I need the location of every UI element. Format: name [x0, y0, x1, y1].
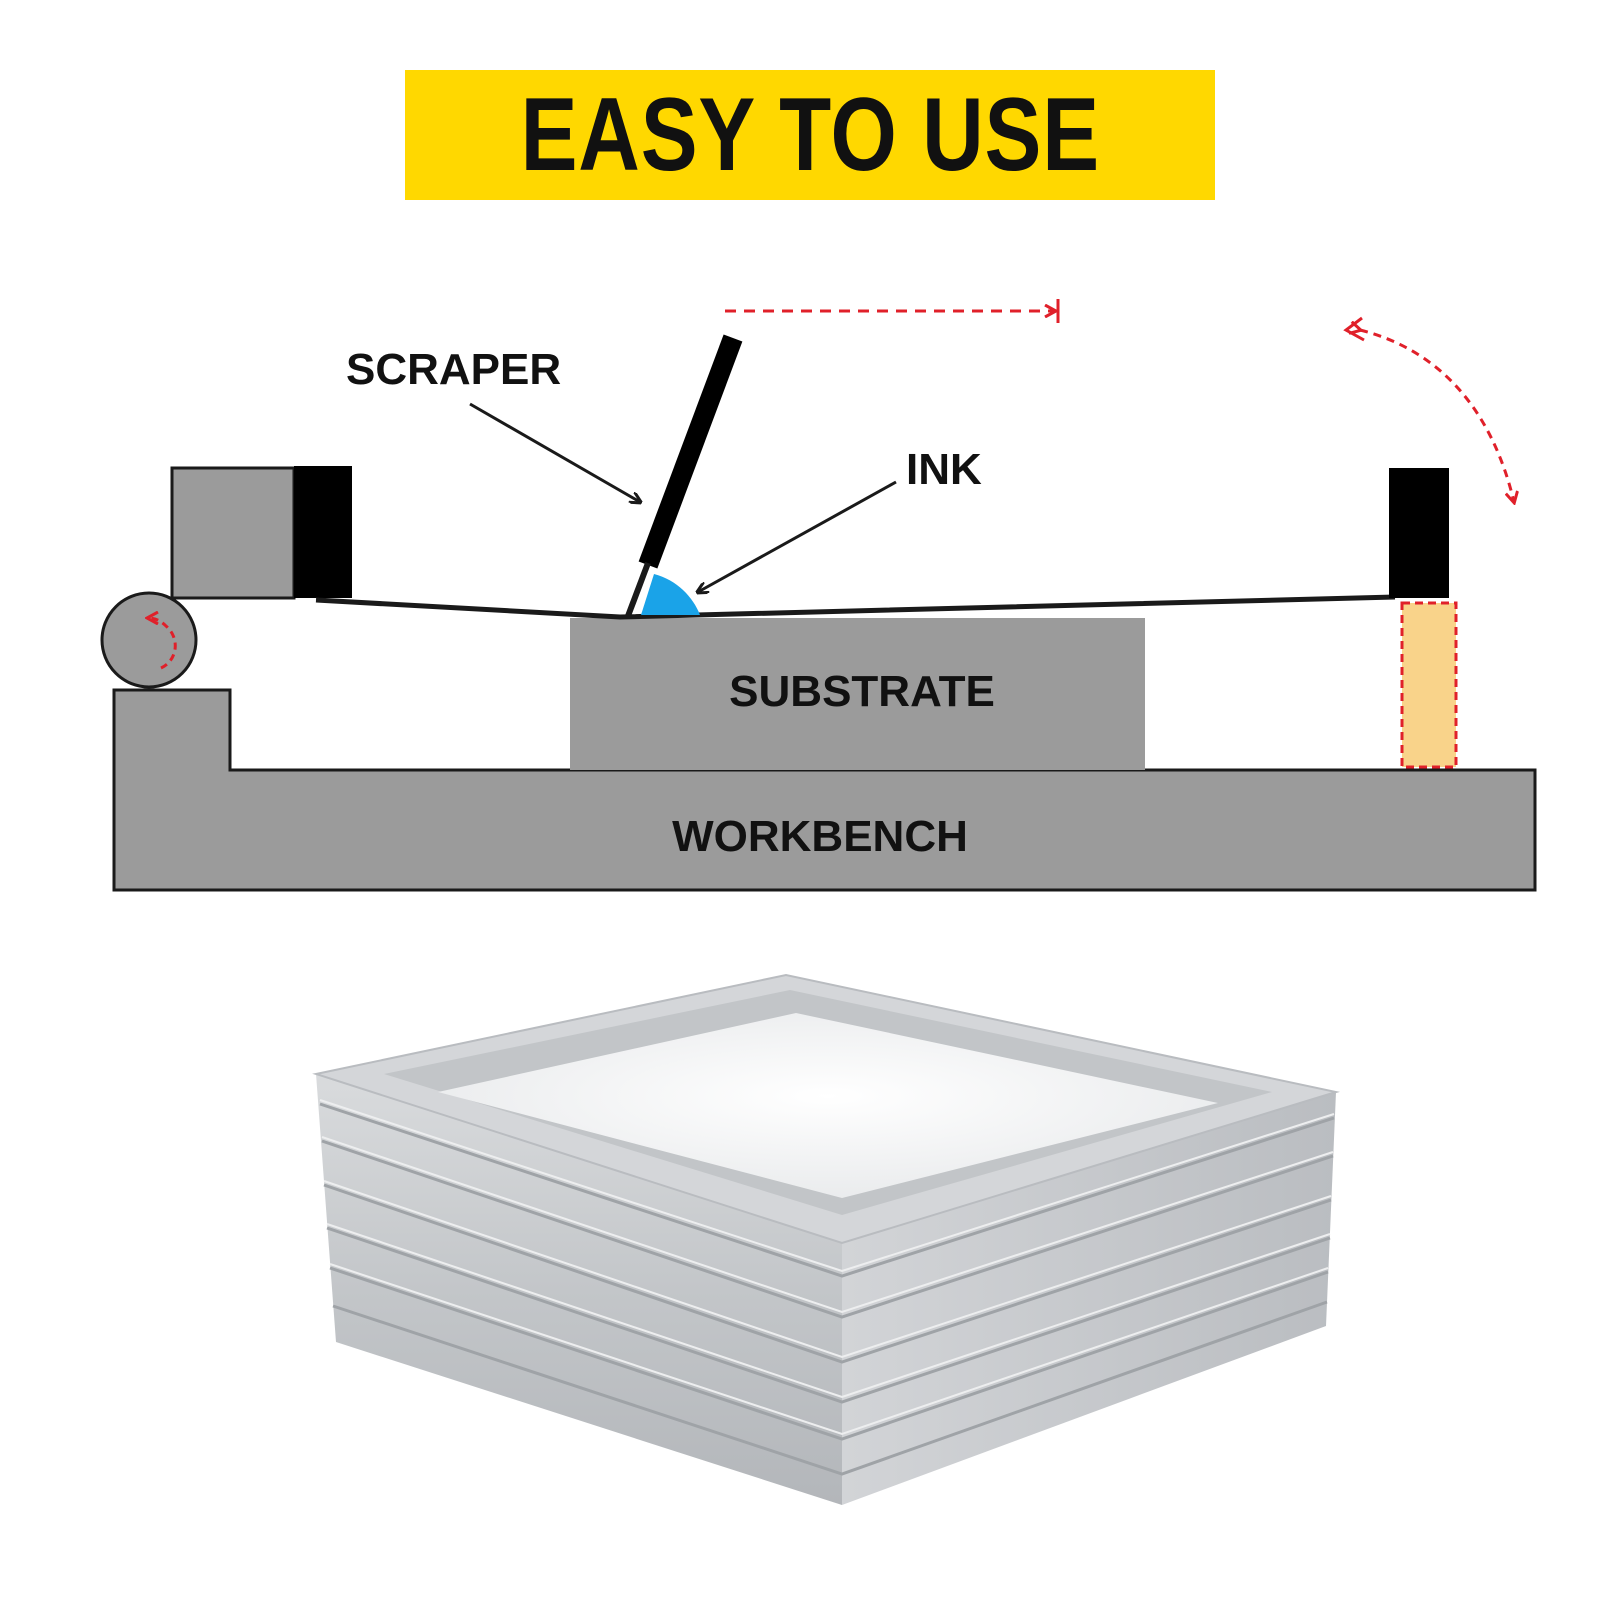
substrate — [570, 618, 1145, 770]
right-frame-end — [1389, 468, 1449, 598]
rotate-arrow-icon — [148, 618, 177, 670]
banner-title: EASY TO USE — [520, 77, 1100, 193]
ink-leader — [698, 480, 897, 592]
left-frame-end — [294, 466, 352, 598]
substrate-label: SUBSTRATE — [729, 667, 995, 716]
title-banner: EASY TO USE — [405, 70, 1215, 200]
screen-mesh — [315, 594, 1396, 620]
scraper-label: SCRAPER — [346, 345, 561, 394]
scraper-leader — [469, 402, 640, 502]
swing-arrow-head-start — [1343, 316, 1365, 342]
scraper-blade — [638, 334, 743, 569]
frame-stack-left-side — [316, 1074, 842, 1505]
screen-frame-stack — [312, 973, 1340, 1505]
left-clamp-block — [170, 466, 296, 600]
frame-edge-highlights — [319, 1099, 1335, 1436]
hinge-pivot — [1400, 601, 1458, 769]
scraper-tip — [625, 561, 651, 618]
ink-icon — [641, 574, 700, 615]
workbench-label: WORKBENCH — [672, 812, 968, 861]
screen-mesh-photo — [438, 1013, 1218, 1198]
frame-edge-lines — [319, 1102, 1335, 1476]
workbench — [112, 688, 1537, 892]
roller-icon — [100, 591, 198, 689]
ink-label: INK — [906, 445, 982, 494]
swing-arrow-icon — [1360, 330, 1514, 502]
